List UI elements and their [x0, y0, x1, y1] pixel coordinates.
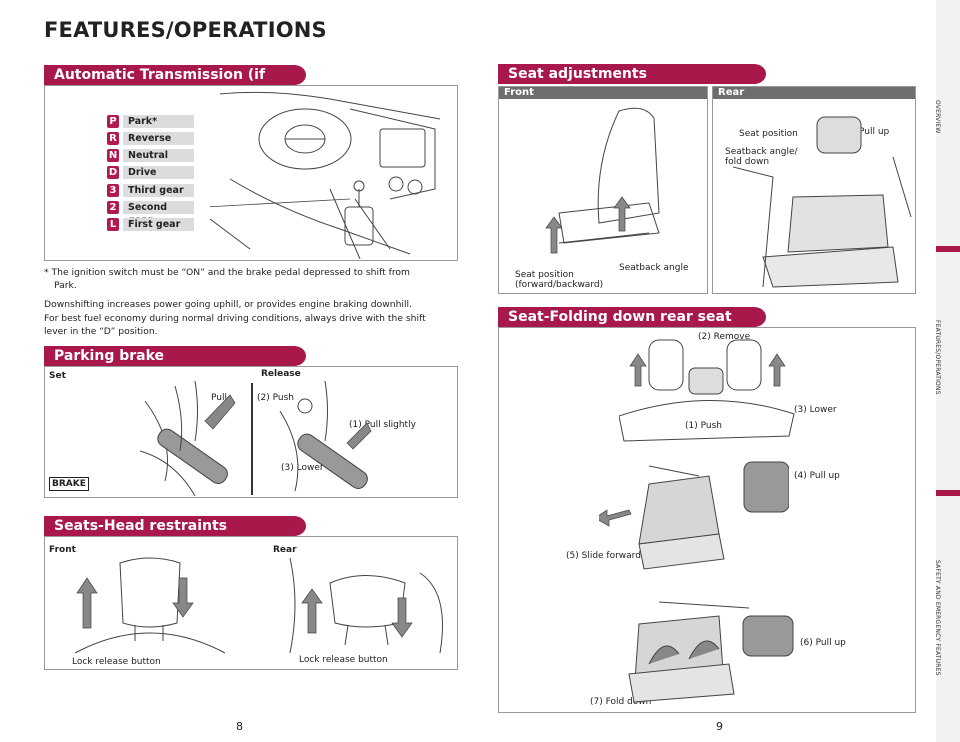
sidebar-tab-overview[interactable]: OVERVIEW [934, 100, 941, 134]
release-label: Release [261, 369, 301, 379]
rear-seat-position-label: Seat position [739, 129, 798, 139]
rear-seat-illustration [733, 116, 912, 288]
divider [251, 383, 253, 495]
gear-label: First gear [123, 218, 194, 232]
footnote-line-2: Park. [54, 280, 77, 292]
gear-label: Reverse [123, 131, 194, 145]
front-seat-illustration [545, 107, 660, 254]
seat-position-fb: Seat position (forward/backward) [515, 270, 603, 290]
head-restraints-figure: Front Rear Lock release button Lock rele… [44, 536, 458, 670]
parking-figure: Set Release Pull (2) Push (1) Pull sligh… [44, 366, 458, 498]
seat-position-fb-line2: (forward/backward) [515, 280, 604, 290]
gear-label: Drive [123, 166, 194, 180]
dashboard-illustration [210, 91, 441, 259]
parking-heading: Parking brake [44, 346, 306, 366]
hr-front-illustration [75, 557, 225, 654]
seat-position-fb-line1: Seat position [515, 270, 574, 280]
seat-slide-illustration [599, 461, 789, 570]
gear-label: Park* [123, 114, 194, 128]
gear-badge: 3 [107, 183, 119, 197]
gear-badge: D [107, 166, 119, 180]
remove-label: (2) Remove [698, 332, 751, 342]
gear-badge: R [107, 131, 119, 145]
gear-row: 2 Second gear [107, 200, 194, 226]
gear-row: 3 Third gear [107, 183, 194, 197]
pull-up-label: Pull up [859, 127, 890, 137]
sidebar-active-marker-top [936, 246, 960, 252]
gear-label: Third gear [123, 183, 194, 197]
set-label: Set [49, 371, 66, 381]
lower-label: (3) Lower [281, 463, 324, 473]
gear-badge: N [107, 149, 119, 163]
rear-subheader: Rear [713, 87, 915, 99]
lock-release-rear: Lock release button [299, 655, 388, 665]
parking-set-illustration [139, 381, 236, 497]
sidebar-active-marker-bottom [936, 490, 960, 496]
gear-row: D Drive [107, 166, 194, 180]
lower-label-fold: (3) Lower [794, 405, 837, 415]
gear-badge: L [107, 218, 119, 232]
seat-fold-illustration [628, 601, 794, 703]
headrest-removal-illustration [619, 339, 795, 442]
folding-figure: (2) Remove (3) Lower (1) Push (4) Pull u… [498, 327, 916, 713]
transmission-heading: Automatic Transmission (if equipped) [44, 65, 306, 103]
slide-forward-label: (5) Slide forward [566, 551, 641, 561]
gear-row: L First gear [107, 218, 194, 232]
push-label: (2) Push [257, 393, 294, 403]
sidebar-tab-features[interactable]: FEATURES/OPERATIONS [934, 320, 941, 395]
rear-seatback-line2: fold down [725, 157, 770, 167]
para-line-3: lever in the “D” position. [44, 325, 158, 337]
push-label-fold: (1) Push [685, 421, 722, 431]
hr-rear-label: Rear [273, 545, 297, 555]
parking-release-illustration [279, 381, 372, 492]
hr-rear-illustration [289, 557, 443, 654]
seat-adjust-front-figure: Front Seatback angle Seat position (forw… [498, 86, 708, 294]
transmission-text: * The ignition switch must be “ON” and t… [44, 266, 464, 338]
seatback-angle-label: Seatback angle [619, 263, 689, 273]
gear-badge: 2 [107, 200, 119, 214]
brake-indicator: BRAKE [49, 477, 89, 491]
sidebar-tab-safety[interactable]: SAFETY AND EMERGENCY FEATURES [934, 560, 941, 676]
front-subheader: Front [499, 87, 707, 99]
para-line-2: For best fuel economy during normal driv… [44, 312, 426, 324]
gear-row: P Park* [107, 114, 194, 128]
gear-label: Second gear [123, 200, 194, 226]
gear-row: R Reverse [107, 131, 194, 145]
seat-adjust-rear-figure: Rear Seat position Pull up Seatback angl… [712, 86, 916, 294]
footnote-line-1: * The ignition switch must be “ON” and t… [44, 267, 410, 278]
gear-badge: P [107, 114, 119, 128]
rear-seatback-label: Seatback angle/ fold down [725, 147, 798, 167]
pull-up-6-label: (6) Pull up [800, 638, 846, 648]
page-number-left: 8 [236, 720, 243, 733]
lock-release-front: Lock release button [72, 657, 161, 667]
sidebar [936, 0, 960, 742]
seat-adjust-heading: Seat adjustments [498, 64, 766, 84]
rear-seatback-line1: Seatback angle/ [725, 147, 798, 157]
folding-heading: Seat-Folding down rear seat [498, 307, 766, 327]
para-line-1: Downshifting increases power going uphil… [44, 299, 412, 311]
hr-front-label: Front [49, 545, 76, 555]
pull-label: Pull [211, 393, 227, 403]
pull-up-4-label: (4) Pull up [794, 471, 840, 481]
head-restraints-heading: Seats-Head restraints [44, 516, 306, 536]
gear-label: Neutral [123, 149, 194, 163]
gear-row: N Neutral [107, 149, 194, 163]
fold-down-label: (7) Fold down [590, 697, 652, 707]
pull-slightly-label: (1) Pull slightly [349, 420, 416, 430]
page-number-right: 9 [716, 720, 723, 733]
page-title: FEATURES/OPERATIONS [44, 18, 327, 42]
